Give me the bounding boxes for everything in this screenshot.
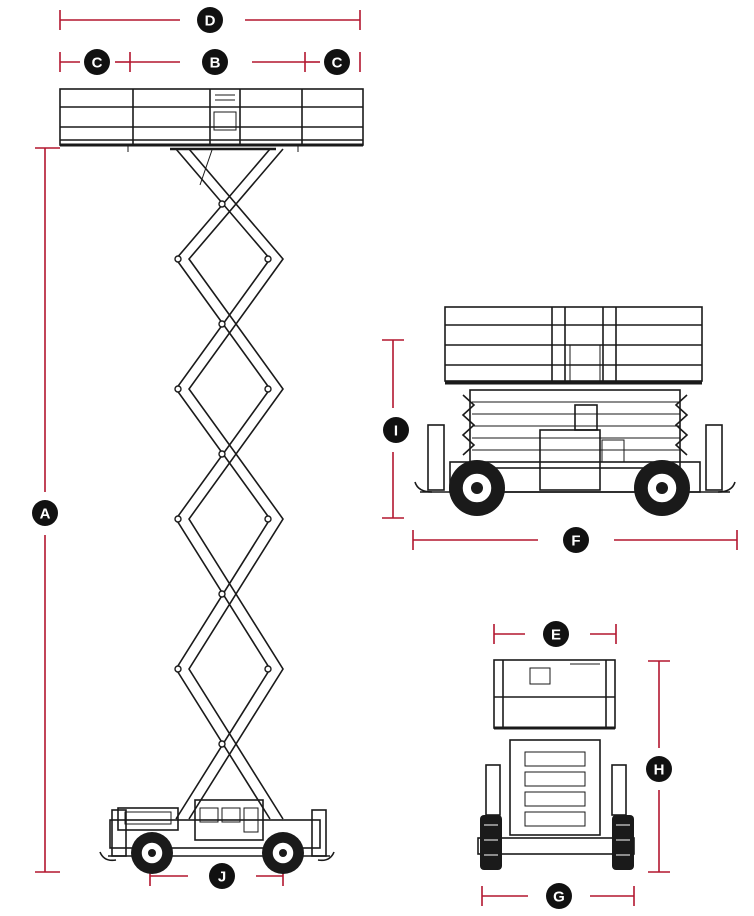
dimension-d (59, 10, 361, 30)
label-e-text: E (551, 627, 561, 644)
label-d-text: D (205, 13, 216, 30)
label-b-badge: B (202, 49, 228, 75)
label-a-text: A (40, 506, 51, 523)
dimension-c-right (305, 52, 361, 72)
label-e-badge: E (543, 621, 569, 647)
label-c-left-badge: C (84, 49, 110, 75)
dimension-e (493, 624, 617, 644)
stowed-side-drawing (414, 306, 736, 516)
label-i-text: I (394, 423, 398, 440)
label-g-text: G (553, 889, 565, 906)
label-f-badge: F (563, 527, 589, 553)
label-c-left-text: C (92, 55, 103, 72)
label-f-text: F (571, 533, 580, 550)
label-a-badge: A (32, 500, 58, 526)
label-b-text: B (210, 55, 221, 72)
stowed-side-guardrail (444, 306, 703, 385)
label-h-text: H (654, 762, 665, 779)
label-g-badge: G (546, 883, 572, 909)
scissor-pins (174, 200, 272, 748)
stowed-end-guardrail (493, 659, 616, 730)
label-c-right-badge: C (324, 49, 350, 75)
label-c-right-text: C (332, 55, 343, 72)
stowed-end-wheels (480, 815, 634, 870)
label-j-text: J (218, 869, 226, 886)
dimension-a (35, 147, 60, 873)
stowed-side-wheels (449, 460, 690, 516)
dimension-c-left (59, 52, 131, 72)
label-d-badge: D (197, 7, 223, 33)
dimension-g (481, 886, 635, 906)
extended-lift-wheels (131, 832, 304, 874)
label-j-badge: J (209, 863, 235, 889)
label-i-badge: I (383, 417, 409, 443)
dimension-i (382, 339, 404, 519)
extended-lift-drawing (59, 88, 364, 874)
label-h-badge: H (646, 756, 672, 782)
dimension-h (648, 660, 670, 873)
stowed-end-drawing (477, 659, 635, 870)
platform-guardrail (59, 88, 364, 152)
scissor-arms (170, 147, 285, 820)
dimension-f (412, 530, 738, 550)
